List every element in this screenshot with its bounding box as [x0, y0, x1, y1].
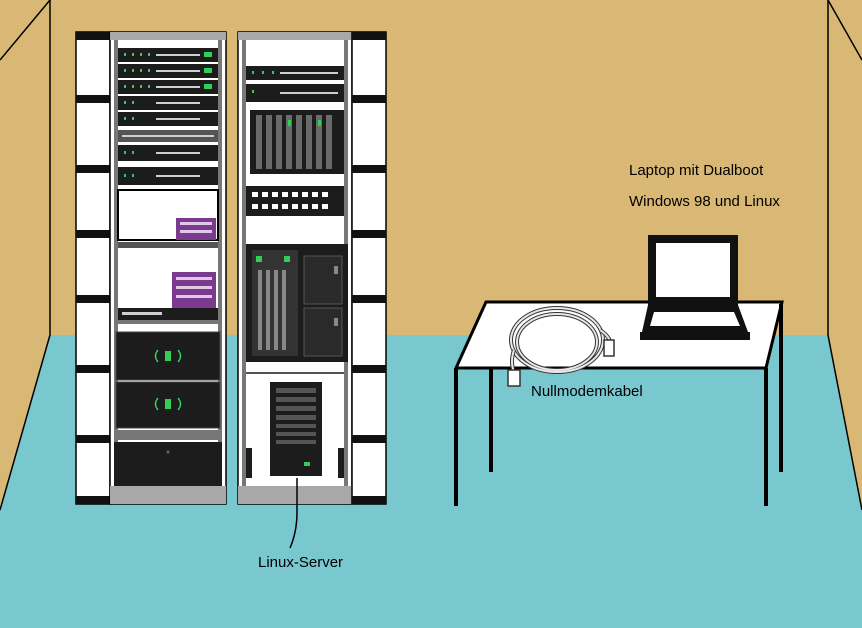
coiled-cable-icon	[507, 306, 615, 387]
rack-switch-units	[118, 48, 218, 185]
rack-blade-chassis	[250, 110, 344, 174]
server-label: Linux-Server	[258, 554, 344, 571]
cable-label: Nullmodemkabel	[531, 383, 643, 400]
laptop-label-line2: Windows 98 und Linux	[629, 193, 780, 210]
rack-modem-stack	[118, 272, 218, 324]
laptop-label-line1: Laptop mit Dualboot	[629, 162, 764, 179]
rack-server-chassis	[246, 244, 348, 362]
room-edge-topright	[827, 0, 862, 61]
tower-server-icon	[270, 382, 322, 476]
left-wall	[0, 0, 50, 510]
rack-shelf	[117, 189, 219, 248]
laptop-icon	[640, 235, 750, 340]
room-edge-topleft	[0, 0, 51, 61]
right-wall	[828, 0, 862, 510]
room-edge-right	[827, 0, 862, 511]
room-edge-left	[0, 0, 51, 511]
rack-ups-units	[114, 331, 222, 486]
server-pointer-line	[289, 478, 298, 549]
left-server-rack	[75, 31, 227, 505]
right-server-rack	[237, 31, 387, 505]
